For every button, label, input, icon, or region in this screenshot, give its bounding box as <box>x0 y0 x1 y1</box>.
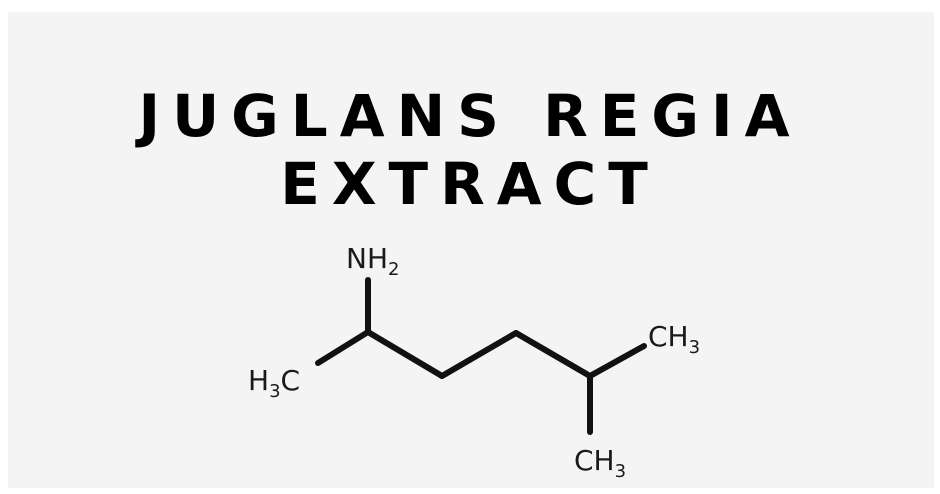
bottom-methyl-label: CH3 <box>574 444 626 482</box>
bonds <box>315 277 647 435</box>
bond-c3-c4 <box>439 330 519 379</box>
left-methyl-label: H3C <box>248 364 300 402</box>
title-line-1: JUGLANS REGIA <box>138 82 802 150</box>
right-methyl-label: CH3 <box>648 320 700 358</box>
bond-c1-c2 <box>315 329 371 366</box>
title-line-2: EXTRACT <box>280 150 660 218</box>
amine-label: NH2 <box>346 242 399 280</box>
bond-c5-methyl-right <box>587 343 647 379</box>
background-panel <box>8 12 934 488</box>
bond-c2-c3 <box>365 329 445 379</box>
bond-c4-c5 <box>513 330 593 379</box>
